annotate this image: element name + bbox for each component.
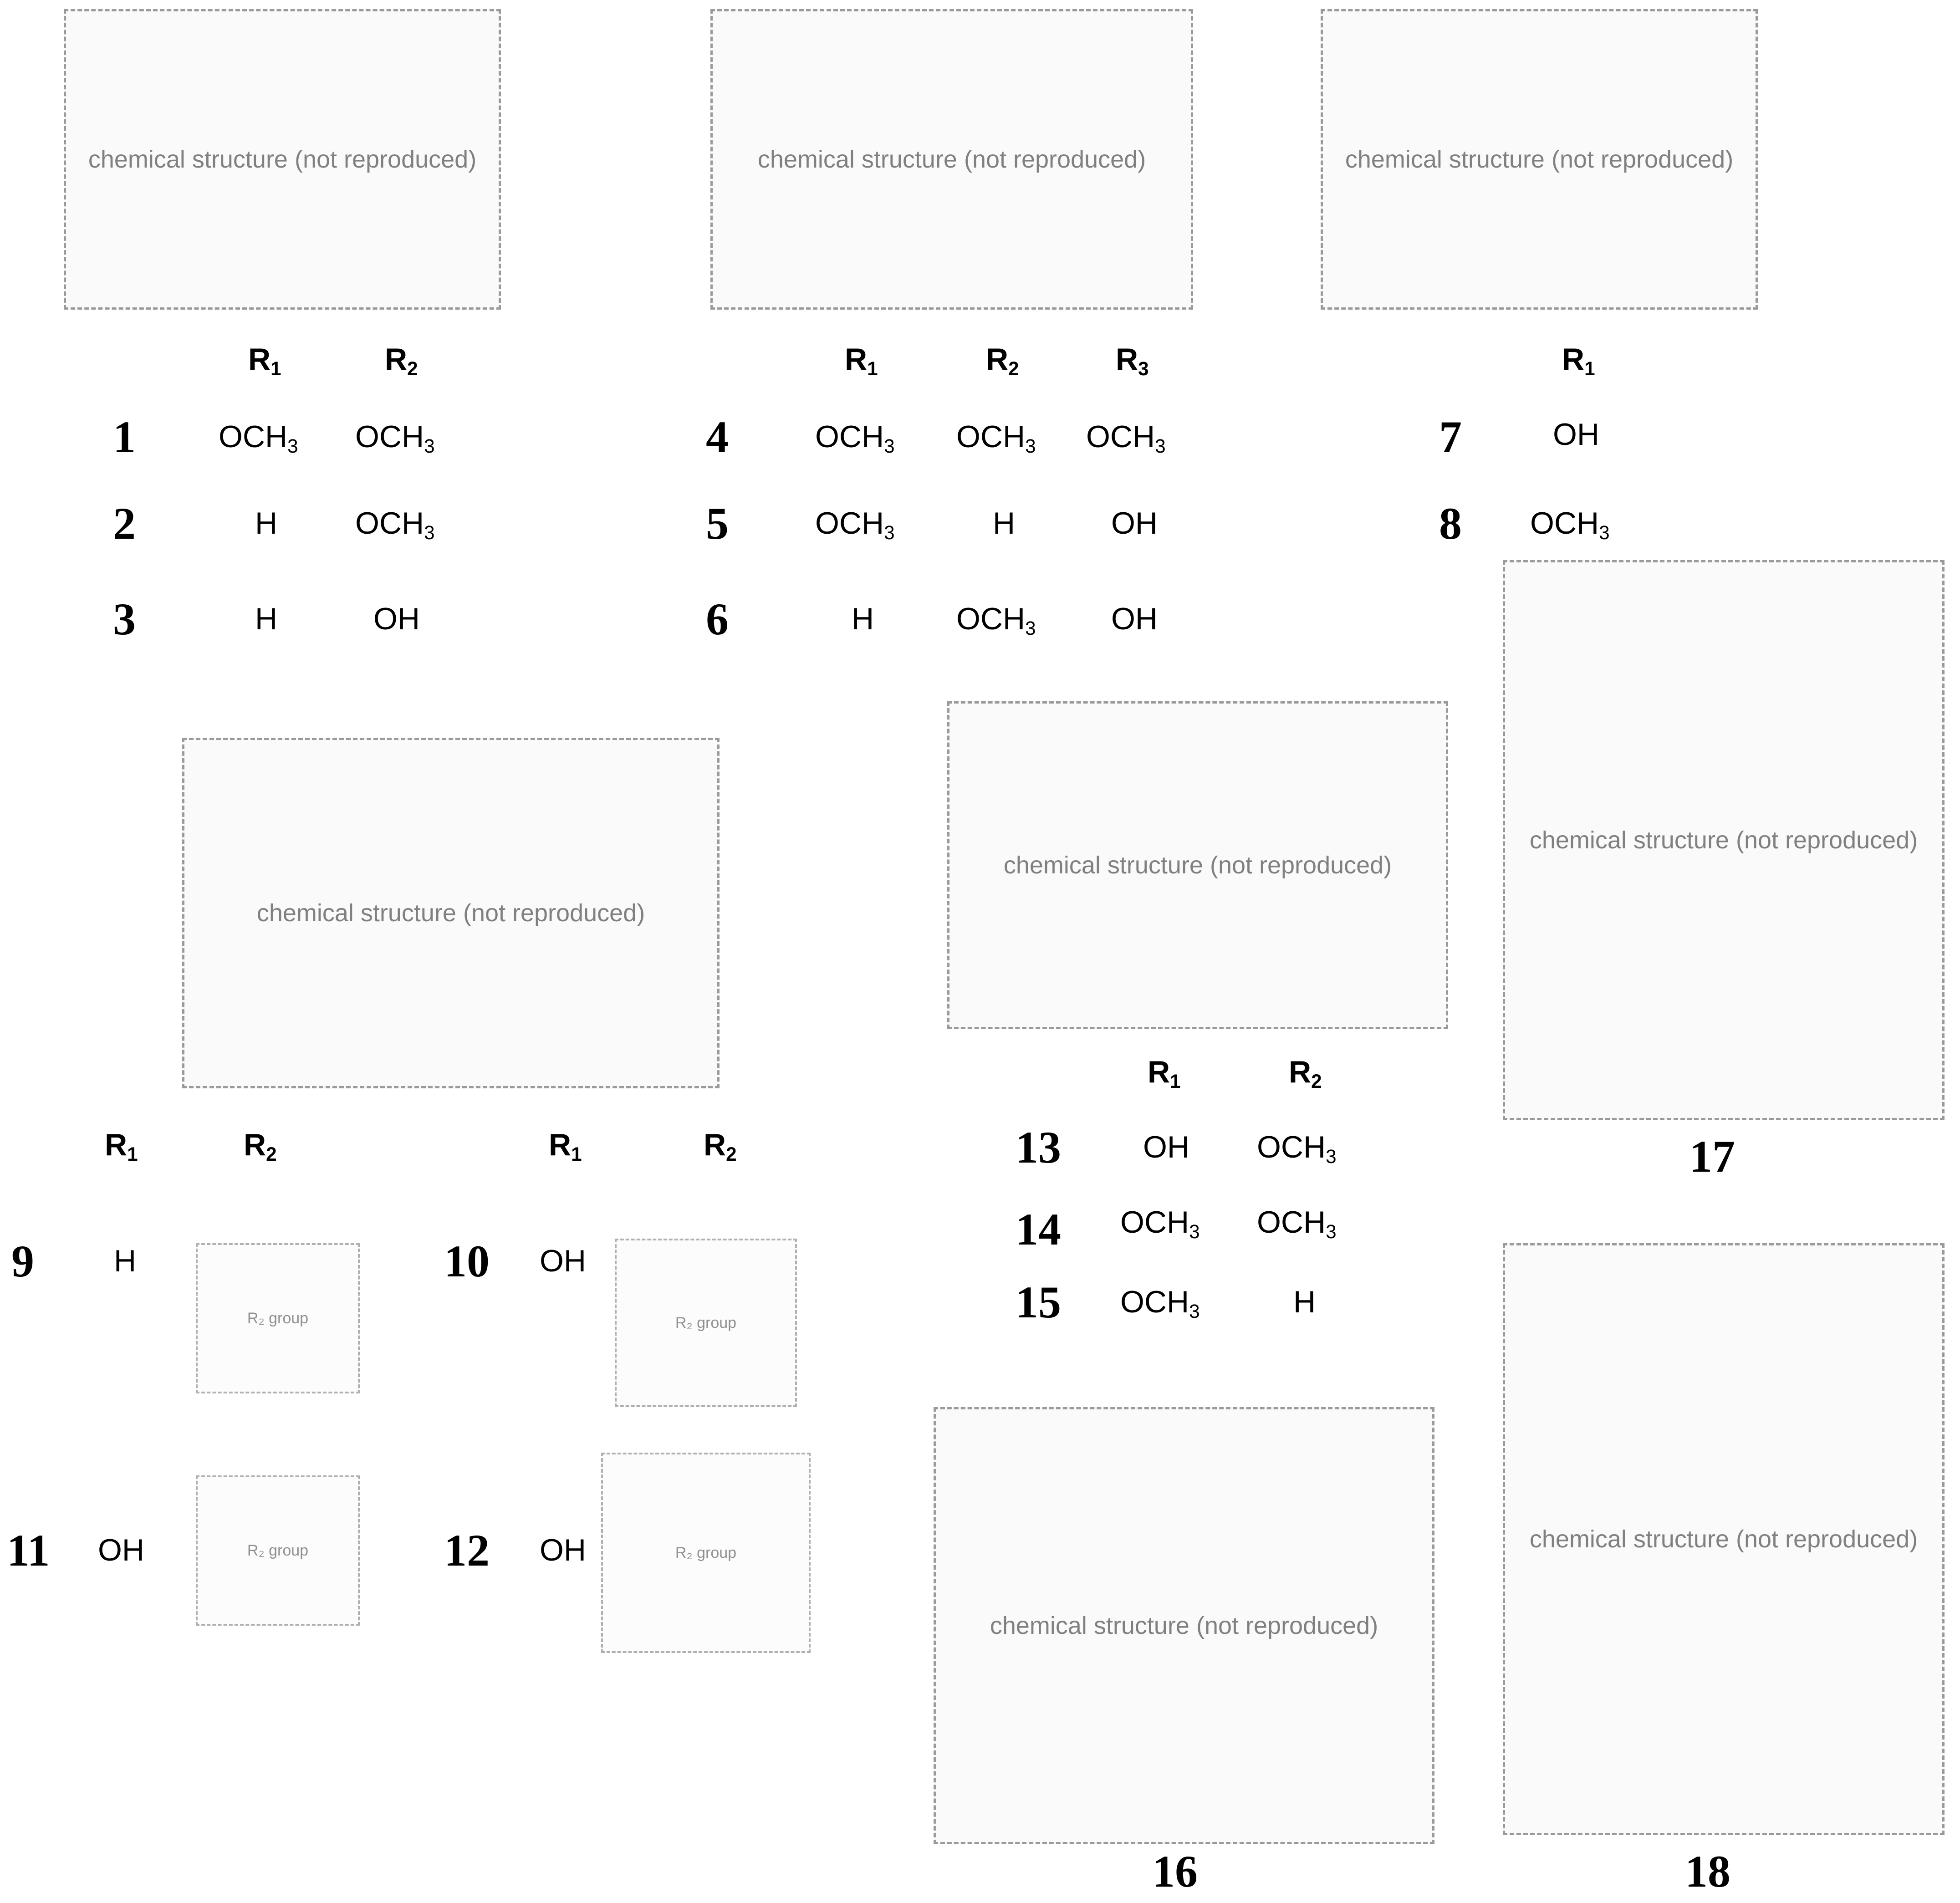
header-r1: R1 — [1562, 342, 1595, 379]
header-r2: R2 — [1289, 1055, 1322, 1092]
compound-number: 12 — [444, 1525, 490, 1576]
substituent-value: OCH3 — [956, 602, 1036, 639]
substituent-value: OCH3 — [1257, 1205, 1337, 1242]
substituent-value: OCH3 — [815, 506, 895, 543]
header-r2: R2 — [986, 342, 1019, 379]
substituent-value: OCH3 — [219, 419, 298, 457]
header-r3: R3 — [1116, 342, 1149, 379]
structure-dihydrochalcone: chemical structure (not reproduced) — [1321, 9, 1758, 310]
compound-number: 9 — [11, 1236, 34, 1286]
compound-number: 1 — [113, 412, 136, 462]
compound-number: 10 — [444, 1236, 490, 1286]
header-r1: R1 — [1148, 1055, 1181, 1092]
compound-number: 16 — [1152, 1846, 1198, 1897]
compound-number: 15 — [1016, 1277, 1061, 1327]
compound-number: 17 — [1689, 1131, 1735, 1182]
compound-number: 8 — [1439, 498, 1462, 549]
compound-number: 7 — [1439, 412, 1462, 462]
compound-number: 18 — [1685, 1846, 1730, 1897]
substituent-value: OCH3 — [815, 419, 895, 457]
compound-number: 5 — [706, 498, 729, 549]
substituent-value: OH — [98, 1533, 144, 1567]
substituent-value: OH — [1111, 602, 1158, 636]
substituent-value: OCH3 — [355, 419, 435, 457]
compound-number: 11 — [7, 1525, 50, 1576]
header-r1: R1 — [845, 342, 878, 379]
substituent-value: H — [255, 602, 278, 636]
sugar-12: R₂ group — [601, 1453, 811, 1653]
compound-number: 2 — [113, 498, 136, 549]
header-r2: R2 — [244, 1128, 277, 1165]
structure-flavonol: chemical structure (not reproduced) — [182, 738, 720, 1088]
substituent-value: OCH3 — [1086, 419, 1166, 457]
substituent-value: H — [1293, 1285, 1316, 1319]
structure-chalcone: chemical structure (not reproduced) — [64, 9, 501, 310]
substituent-value: H — [993, 506, 1016, 541]
substituent-value: OCH3 — [1120, 1285, 1200, 1322]
compound-number: 6 — [706, 594, 729, 644]
compound-number: 13 — [1016, 1122, 1061, 1173]
substituent-value: OH — [540, 1533, 586, 1567]
structure-compound-17: chemical structure (not reproduced) — [1503, 560, 1945, 1120]
header-r2: R2 — [385, 342, 418, 379]
header-r1: R1 — [105, 1128, 138, 1165]
substituent-value: OCH3 — [1120, 1205, 1200, 1242]
structure-cyclopentenedione: chemical structure (not reproduced) — [947, 701, 1448, 1029]
substituent-value: OCH3 — [1530, 506, 1610, 543]
substituent-value: OH — [1111, 506, 1158, 541]
sugar-10: R₂ group — [615, 1239, 797, 1407]
structure-compound-16: chemical structure (not reproduced) — [934, 1407, 1434, 1844]
substituent-value: OH — [540, 1244, 586, 1278]
substituent-value: OCH3 — [956, 419, 1036, 457]
substituent-value: OH — [373, 602, 420, 636]
substituent-value: H — [852, 602, 874, 636]
header-r1: R1 — [549, 1128, 582, 1165]
substituent-value: OCH3 — [355, 506, 435, 543]
structure-compound-18: chemical structure (not reproduced) — [1503, 1243, 1945, 1835]
header-r1: R1 — [248, 342, 281, 379]
compound-number: 14 — [1016, 1204, 1061, 1255]
header-r2: R2 — [704, 1128, 737, 1165]
substituent-value: H — [255, 506, 278, 541]
sugar-11: R₂ group — [196, 1475, 360, 1626]
substituent-value: OH — [1143, 1130, 1189, 1164]
compound-number: 4 — [706, 412, 729, 462]
substituent-value: OH — [1553, 417, 1599, 452]
structure-flavanone: chemical structure (not reproduced) — [710, 9, 1193, 310]
substituent-value: H — [114, 1244, 137, 1278]
substituent-value: OCH3 — [1257, 1130, 1337, 1167]
compound-number: 3 — [113, 594, 136, 644]
sugar-9: R₂ group — [196, 1243, 360, 1393]
